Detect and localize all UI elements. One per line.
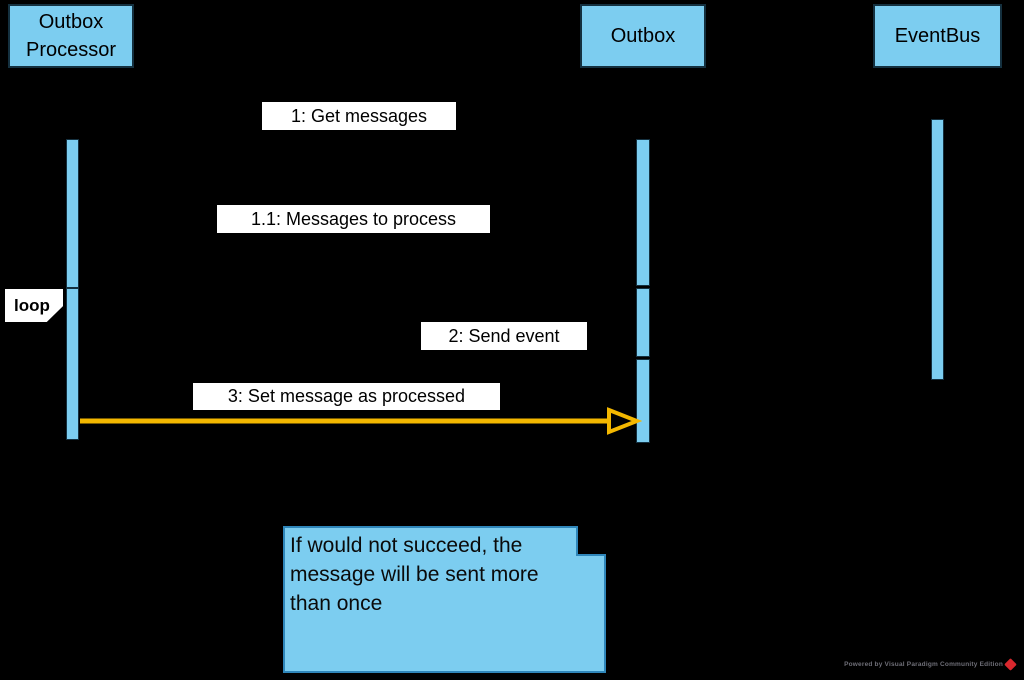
- activation-bar-outbox-1: [636, 139, 650, 286]
- lifeline-label: Outbox: [610, 25, 676, 47]
- message-label-send-event: 2: Send event: [421, 322, 587, 350]
- note-shape: [283, 526, 606, 673]
- message-label-messages-to-process: 1.1: Messages to process: [217, 205, 490, 233]
- loop-operator-label: loop: [14, 295, 50, 315]
- activation-bar-outbox-2: [636, 288, 650, 357]
- activation-bar-outbox-processor-2: [66, 288, 79, 440]
- lifeline-label: Outbox Processor: [25, 11, 117, 61]
- visual-paradigm-logo-icon: [1004, 657, 1017, 671]
- message-label-get-messages: 1: Get messages: [262, 102, 456, 130]
- message-label-set-message-as-processed: 3: Set message as processed: [193, 383, 500, 410]
- lifeline-head-outbox: Outbox: [580, 4, 706, 68]
- lifeline-head-eventbus: EventBus: [873, 4, 1002, 68]
- activation-bar-eventbus: [931, 119, 944, 380]
- lifeline-head-outbox-processor: Outbox Processor: [8, 4, 134, 68]
- loop-fragment-operator: loop: [5, 289, 63, 322]
- activation-bar-outbox-processor-1: [66, 139, 79, 288]
- note-body: [283, 526, 606, 673]
- lifeline-label: EventBus: [894, 25, 981, 47]
- open-arrowhead-icon: [607, 407, 642, 435]
- async-arrow-set-message-as-processed: [80, 407, 642, 435]
- note-text: If would not succeed, the message will b…: [290, 534, 539, 615]
- watermark-text: Powered by Visual Paradigm Community Edi…: [844, 660, 1003, 668]
- watermark: Powered by Visual Paradigm Community Edi…: [844, 656, 1018, 672]
